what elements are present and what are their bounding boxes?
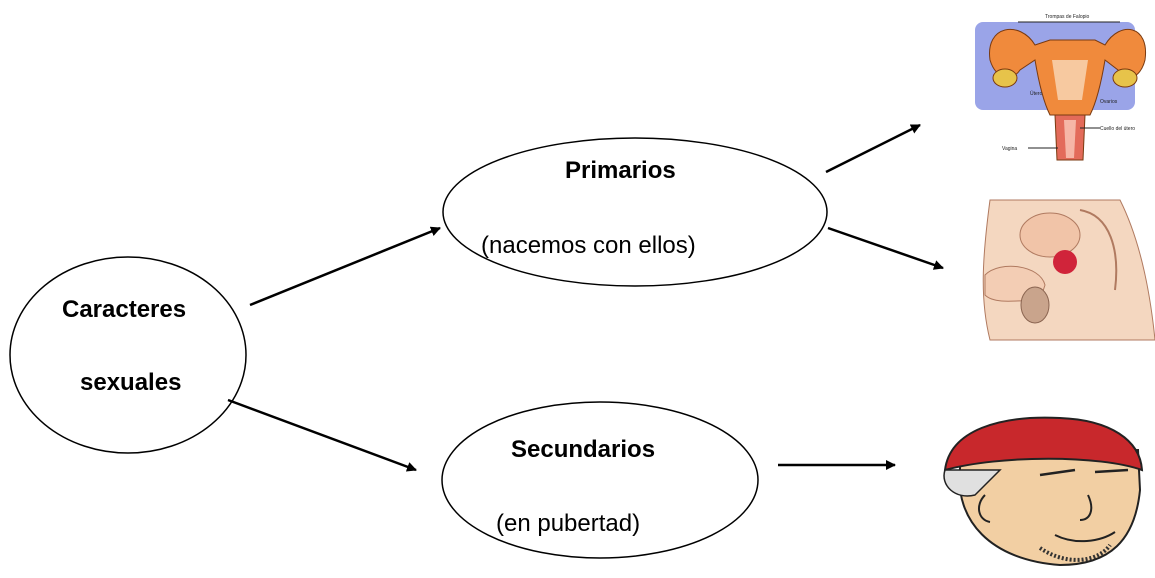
primary-node bbox=[442, 137, 828, 287]
label-ovarios: Ovarios bbox=[1100, 99, 1118, 105]
label-vagina: Vagina bbox=[1002, 146, 1017, 152]
female-reproductive-icon: Trompas de Falopio Útero Ovarios Cuello … bbox=[975, 14, 1146, 161]
arrow-primary-to-male bbox=[827, 226, 944, 270]
secondary-node bbox=[441, 401, 759, 559]
root-label-line1: Caracteres bbox=[62, 296, 187, 323]
primary-title: Primarios bbox=[565, 157, 676, 184]
secondary-subtitle: (en pubertad) bbox=[496, 510, 641, 537]
label-trompas: Trompas de Falopio bbox=[1045, 14, 1089, 20]
secondary-title: Secundarios bbox=[511, 436, 656, 463]
label-cuello: Cuello del útero bbox=[1100, 126, 1135, 132]
label-utero: Útero bbox=[1030, 90, 1042, 97]
arrow-root-to-primary bbox=[249, 226, 441, 307]
primary-subtitle: (nacemos con ellos) bbox=[481, 232, 696, 259]
male-reproductive-icon bbox=[982, 199, 1155, 341]
root-node bbox=[9, 256, 247, 454]
arrow-root-to-secondary bbox=[227, 398, 417, 472]
root-label-line2: sexuales bbox=[80, 369, 182, 396]
teen-face-icon bbox=[943, 416, 1144, 567]
arrow-primary-to-female bbox=[825, 123, 921, 174]
